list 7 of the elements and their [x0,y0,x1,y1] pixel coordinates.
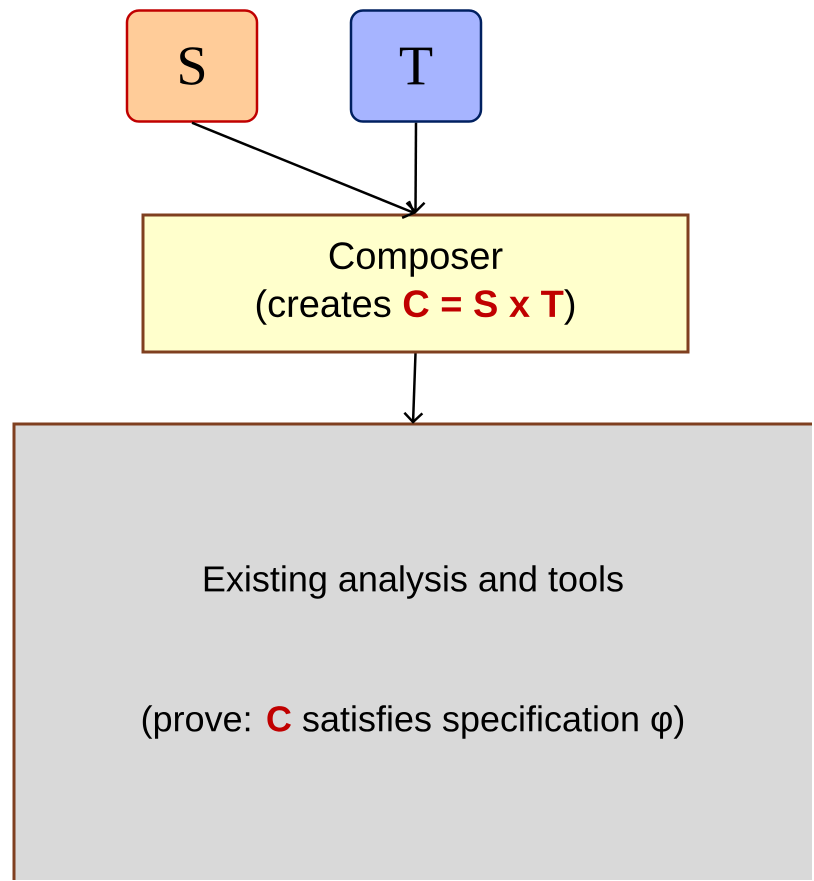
arrow [403,353,424,424]
analysis-panel: Existing analysis and tools (prove: C satisfies specification φ) [12,422,812,880]
letter-box: S [126,9,258,123]
arrow [406,122,426,214]
process-box: Composer (creates C = S x T) [142,214,690,354]
arrow [192,122,416,219]
letter-box: T [350,9,482,123]
